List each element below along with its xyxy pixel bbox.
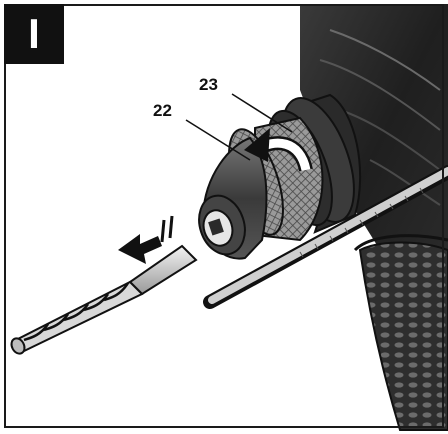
- drill-handle: [353, 234, 448, 431]
- insert-arrow-icon: [118, 215, 174, 264]
- callout-23: 23: [199, 75, 218, 94]
- rotate-arrow-icon: [244, 128, 313, 172]
- leader-22: [185, 119, 251, 161]
- leader-23: [231, 93, 293, 133]
- figure-label: I: [4, 4, 64, 64]
- callout-22: 22: [153, 101, 172, 120]
- chuck-nose: [198, 136, 268, 260]
- drill-bit: [10, 244, 198, 355]
- depth-stop-rod: [203, 165, 448, 309]
- figure-border: [4, 4, 444, 428]
- callout-leaders: [185, 93, 293, 161]
- drill-housing: [300, 4, 448, 300]
